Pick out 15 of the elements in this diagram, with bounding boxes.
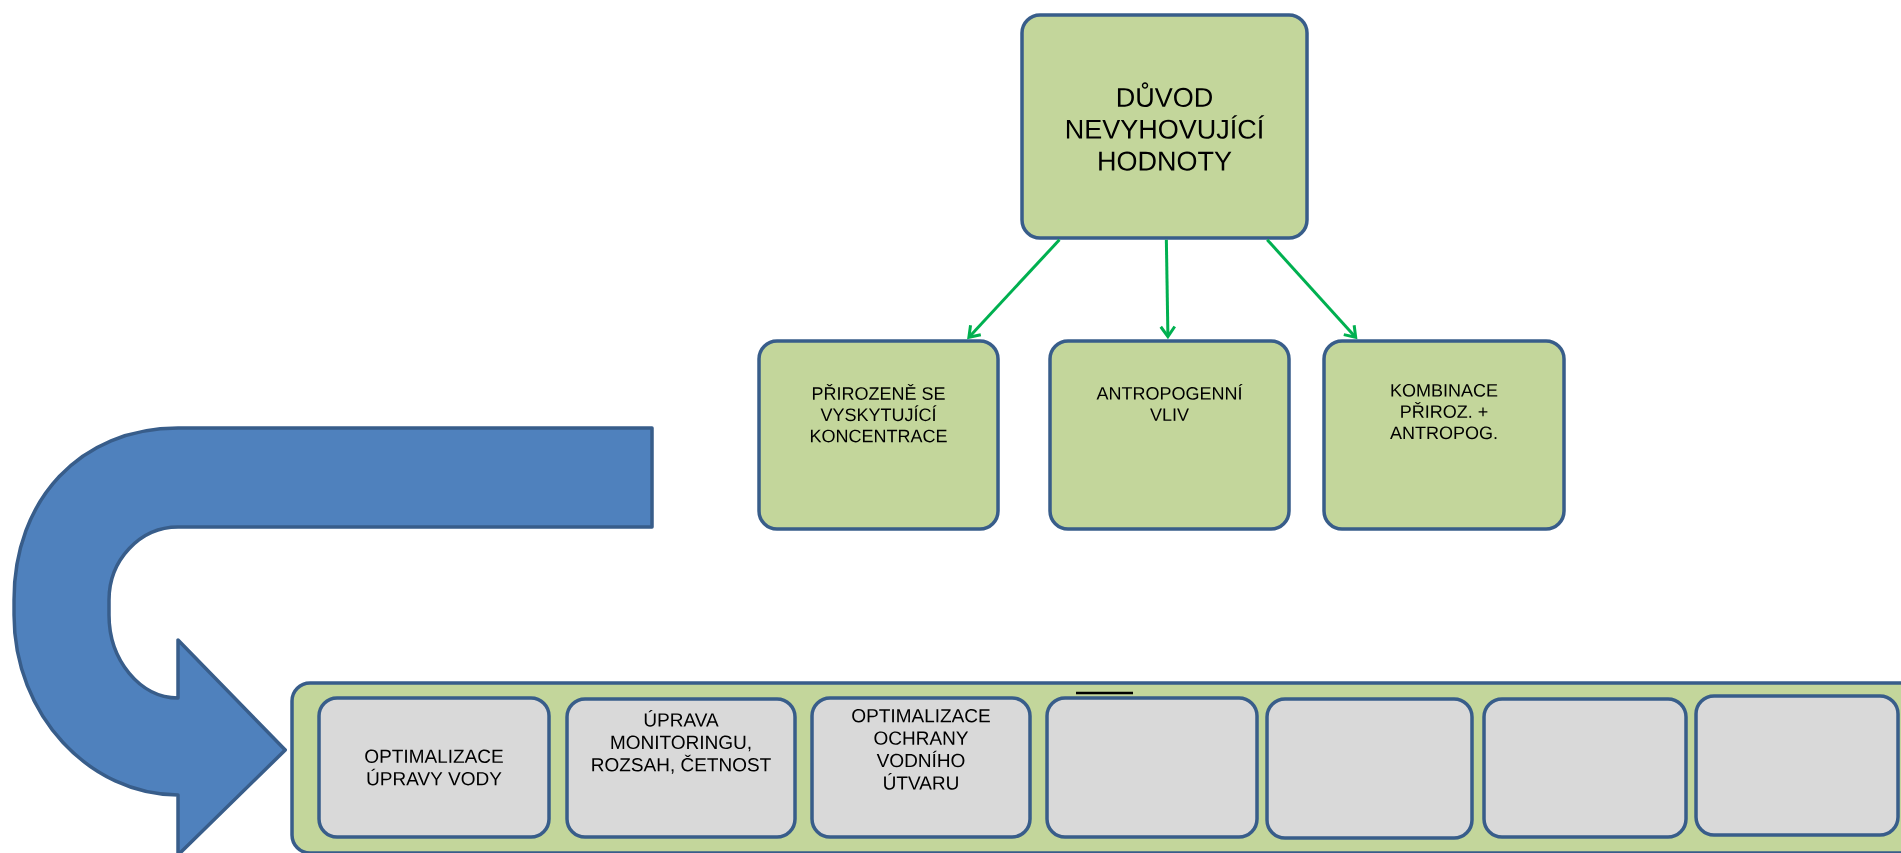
block-arrow — [12, 426, 654, 853]
empty-box — [1265, 697, 1474, 840]
category-box: KOMBINACE PŘIROZ. + ANTROPOG. — [1322, 339, 1566, 531]
arrow — [1159, 239, 1176, 340]
arrow — [967, 238, 1061, 340]
empty-box — [1694, 694, 1900, 837]
category-box: PŘIROZENĚ SE VYSKYTUJÍCÍ KONCENTRACE — [757, 339, 1000, 531]
empty-box — [1045, 696, 1259, 839]
measure-box: OPTIMALIZACE OCHRANY VODNÍHO ÚTVARU — [810, 696, 1032, 839]
category-box: ANTROPOGENNÍ VLIV — [1048, 339, 1291, 531]
measure-box: OPTIMALIZACE ÚPRAVY VODY — [317, 696, 551, 839]
empty-box — [1482, 697, 1688, 839]
arrow — [1266, 238, 1358, 340]
cause-box: DŮVOD NEVYHOVUJÍCÍ HODNOTY — [1020, 13, 1309, 240]
measure-box: ÚPRAVA MONITORINGU, ROZSAH, ČETNOST — [565, 697, 797, 839]
